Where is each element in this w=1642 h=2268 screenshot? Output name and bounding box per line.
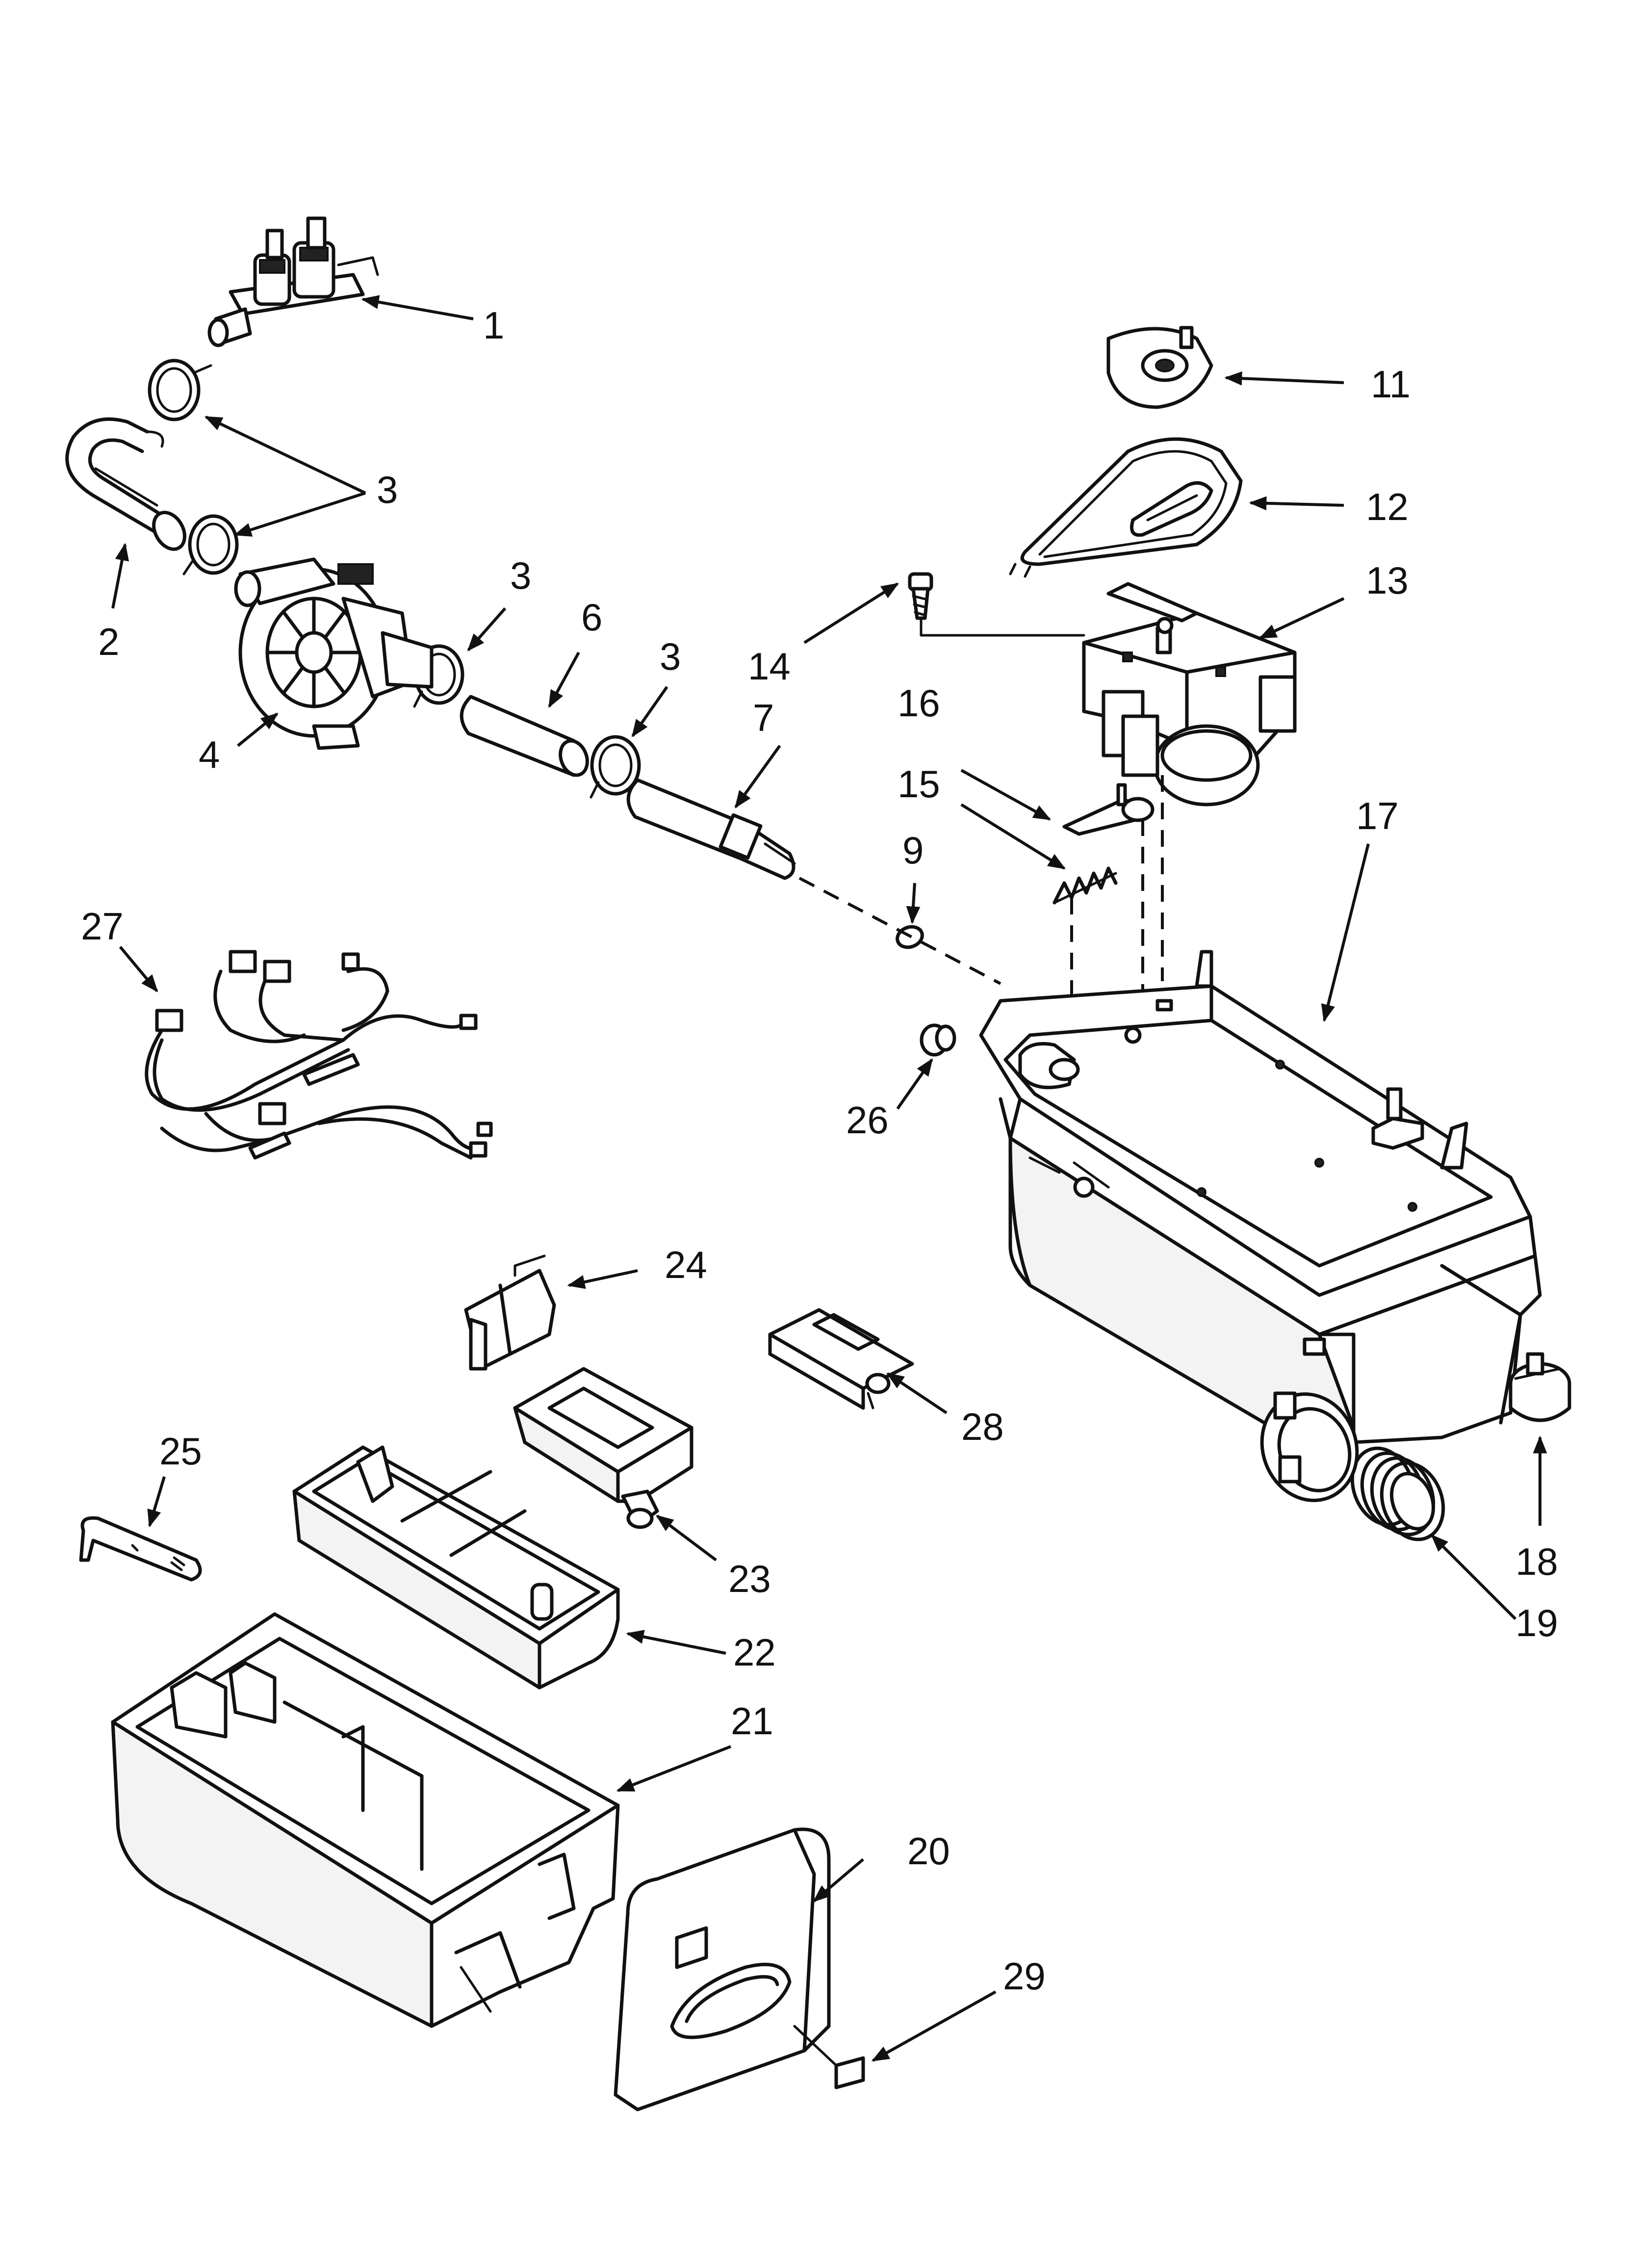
- callout-27: 27: [81, 905, 124, 948]
- part-3-clamp-b: [182, 514, 239, 575]
- callout-6: 6: [581, 596, 602, 639]
- housing-outlet-collar: [1260, 1391, 1359, 1502]
- callout-28: 28: [961, 1405, 1004, 1448]
- callout-18: 18: [1515, 1540, 1558, 1583]
- callout-15: 15: [898, 762, 940, 806]
- part-13-bracket-assembly: [1082, 582, 1297, 807]
- callout-9: 9: [902, 829, 924, 872]
- callout-19: 19: [1515, 1601, 1558, 1644]
- callout-12: 12: [1366, 485, 1409, 528]
- part-6-hose-segment: [460, 695, 589, 777]
- part-25-clip: [79, 1516, 202, 1582]
- callout-numbers: 1 2 3 3 3 4 6 7 9 11 12 13 14 15 16 17 1…: [81, 304, 1558, 1998]
- callout-21: 21: [731, 1699, 773, 1743]
- part-22-tray: [292, 1445, 620, 1690]
- callout-4: 4: [199, 733, 220, 776]
- assembly-axis-7-9-17: [798, 877, 1001, 985]
- part-19-bellows: [1350, 1446, 1445, 1541]
- leader-lines: [111, 295, 1547, 2062]
- part-7-hose-coupling: [626, 778, 796, 880]
- callout-3: 3: [510, 554, 531, 597]
- part-15-spring: [1052, 866, 1118, 905]
- part-18-fitting: [1509, 1352, 1571, 1422]
- part-29-label: [793, 2025, 865, 2089]
- callout-14: 14: [748, 645, 791, 688]
- part-17-dispenser-housing: [979, 950, 1542, 1464]
- part-1-inlet-valve: [207, 216, 379, 347]
- callout-24: 24: [665, 1243, 707, 1286]
- part-28-bracket: [768, 1308, 914, 1410]
- callout-29: 29: [1003, 1955, 1046, 1998]
- callout-2: 2: [98, 620, 119, 663]
- part-3-clamp-d: [590, 735, 641, 799]
- callout-7: 7: [753, 696, 774, 739]
- part-26-plug: [920, 1023, 956, 1057]
- part-3-clamp-a: [148, 359, 212, 421]
- part-12-gasket: [1009, 437, 1243, 578]
- callout-17: 17: [1356, 794, 1399, 837]
- callout-11: 11: [1371, 363, 1411, 406]
- part-27-wire-harness: [145, 950, 493, 1160]
- part-14-screw: [908, 572, 1085, 637]
- part-4-pump: [234, 557, 434, 750]
- callout-3: 3: [377, 468, 398, 511]
- part-23-cup: [513, 1367, 693, 1529]
- part-21-drawer-body: [111, 1612, 620, 2028]
- callout-26: 26: [846, 1098, 889, 1142]
- callout-16: 16: [898, 681, 940, 725]
- part-2-hose: [65, 417, 186, 551]
- callout-1: 1: [483, 304, 504, 347]
- callout-22: 22: [733, 1631, 776, 1674]
- callout-23: 23: [728, 1557, 771, 1600]
- callout-20: 20: [907, 1829, 950, 1873]
- callout-3: 3: [660, 635, 681, 678]
- part-16-lever: [1062, 783, 1155, 836]
- callout-25: 25: [159, 1430, 202, 1473]
- callout-13: 13: [1366, 559, 1409, 602]
- part-9-o-ring: [896, 925, 924, 949]
- part-11-cap: [1106, 326, 1213, 409]
- part-24-siphon-cap: [464, 1254, 556, 1371]
- part-20-drawer-front: [614, 1827, 831, 2112]
